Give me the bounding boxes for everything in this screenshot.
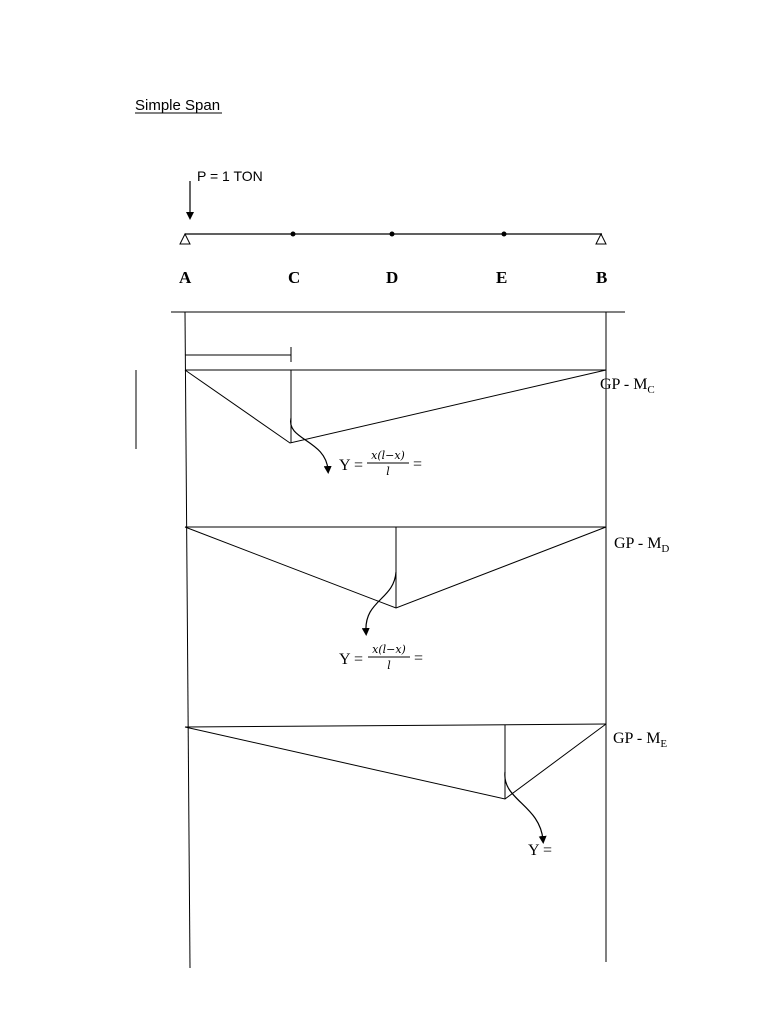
point-label-a: A [179, 268, 192, 287]
influence-line [184, 369, 607, 444]
gp-label: GP - MC [600, 376, 655, 396]
node-c-dot [290, 231, 296, 237]
support-b-icon [595, 232, 607, 245]
diagram-me: GP - ME Y = [184, 723, 667, 859]
ordinate-arrow [290, 417, 332, 474]
point-label-c: C [288, 268, 300, 287]
beam [179, 231, 607, 245]
node-d-dot [389, 231, 395, 237]
point-label-b: B [596, 268, 607, 287]
formula-equals: = [414, 650, 423, 667]
y-label: Y = [528, 842, 552, 859]
gp-label: GP - MD [614, 535, 669, 555]
ordinate-arrow [361, 571, 397, 636]
y-label: Y = [339, 457, 363, 474]
page-title: Simple Span [135, 97, 220, 114]
influence-line [184, 723, 607, 800]
formula-equals: = [413, 456, 422, 473]
diagram-mc: GP - MC Y = x(l−x) l = [184, 347, 655, 478]
point-label-e: E [496, 268, 507, 287]
formula-numerator: x(l−x) [372, 643, 406, 656]
ordinate-arrow [504, 771, 547, 844]
gp-label: GP - ME [613, 730, 667, 750]
left-vertical [184, 311, 191, 969]
baseline [184, 723, 607, 728]
node-e-dot [501, 231, 507, 237]
formula-denominator: l [386, 465, 390, 478]
support-a-icon [179, 232, 191, 245]
formula-denominator: l [387, 659, 391, 672]
formula-numerator: x(l−x) [371, 449, 405, 462]
y-label: Y = [339, 651, 363, 668]
point-label-d: D [386, 268, 398, 287]
load-label: P = 1 TON [197, 168, 263, 184]
diagram-md: GP - MD Y = x(l−x) l = [184, 526, 669, 672]
